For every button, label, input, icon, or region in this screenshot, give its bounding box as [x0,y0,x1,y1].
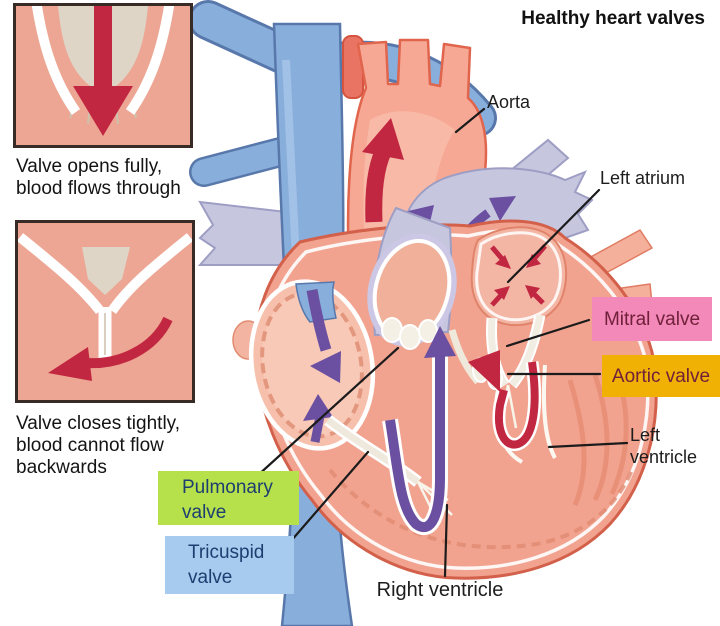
valve-flap-left [18,233,104,315]
aorta-flow-arrow [362,118,404,223]
valve-flap-left [31,6,81,115]
leader-mitral-valve [505,318,591,348]
right-ventricle-flow-arrow [382,326,456,535]
left-ventricle-flow [468,350,557,464]
page-title: Healthy heart valves [521,8,705,29]
flow-down-arrow [73,6,133,136]
leader-pulmonary-valve [254,346,400,479]
right-atrium [248,279,376,451]
left-atrium-chamber [470,226,568,327]
left-atrium-flow-arrows [490,244,547,307]
caption-valve-closed: Valve closes tightly, blood cannot flow … [16,413,181,478]
pulmonary-trunk [367,206,457,350]
valve-flap-right [107,233,192,314]
flow-backward-arrow [48,316,173,381]
label-mitral-valve: Mitral valve [592,297,712,341]
inset-valve-open [13,3,193,148]
leader-aorta [454,107,486,134]
label-pulmonary-valve: Pulmonary valve [158,471,299,525]
label-aortic-valve: Aortic valve [602,355,720,397]
caption-valve-open: Valve opens fully, blood flows through [16,156,181,199]
label-tricuspid-valve: Tricuspid valve [165,536,294,594]
label-aorta: Aorta [487,92,531,112]
leader-right-ventricle [443,503,449,578]
valve-membrane [82,247,130,295]
leader-left-atrium [506,188,601,284]
valve-flap-right [125,6,175,115]
label-left-atrium: Left atrium [600,168,686,188]
leader-left-ventricle [547,441,629,449]
inset-valve-closed [15,220,195,403]
label-right-ventricle: Right ventricle [376,579,504,601]
pulmonary-valve-cusps [381,317,438,350]
label-left-ventricle: Left ventricle [630,425,698,467]
